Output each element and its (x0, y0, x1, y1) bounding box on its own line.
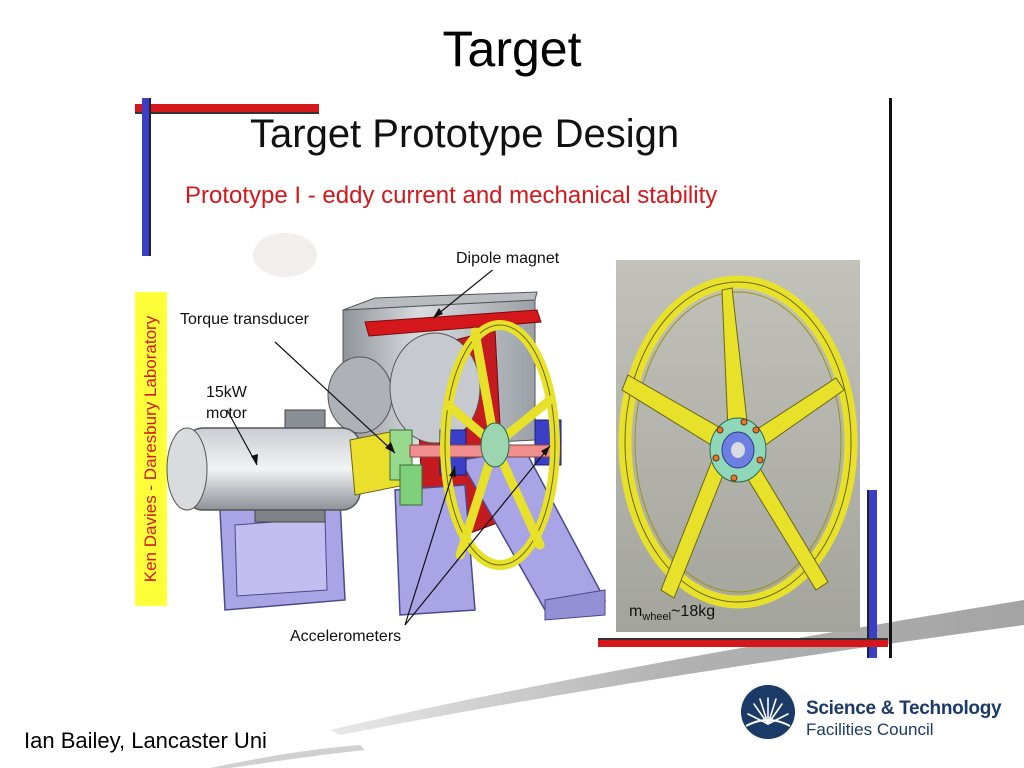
mass-value: ~18kg (671, 603, 716, 620)
frame-bar-blue-right (867, 490, 877, 658)
frame-bar-red-bottom (598, 638, 888, 647)
logo-line1: Science & Technology (806, 698, 1002, 719)
wheel-mass-label: mwheel~18kg (629, 603, 715, 623)
frame-line-right (889, 98, 892, 658)
mass-symbol: m (629, 603, 643, 620)
label-dipole-magnet: Dipole magnet (456, 250, 560, 267)
slide-heading: Target Prototype Design (250, 112, 680, 156)
label-motor-power: 15kW (206, 384, 247, 401)
label-accelerometers: Accelerometers (290, 628, 402, 645)
label-torque-transducer: Torque transducer (180, 311, 309, 328)
slide-title: Target (442, 21, 582, 77)
stfc-logo-icon (741, 685, 795, 739)
credit-badge: Ken Davies - Daresbury Laboratory (135, 292, 167, 606)
label-motor: motor (206, 405, 247, 422)
author-footer: Ian Bailey, Lancaster Uni (24, 728, 267, 753)
frame-bar-red-top (135, 104, 319, 114)
apparatus-illustration (166, 270, 607, 626)
credit-text: Ken Davies - Daresbury Laboratory (141, 315, 160, 583)
mass-subscript: wheel (642, 611, 672, 624)
slide-subheading: Prototype I - eddy current and mechanica… (185, 182, 718, 209)
logo-line2: Facilities Council (806, 720, 934, 739)
frame-bar-blue-left (142, 98, 151, 256)
wheel-render (618, 275, 858, 609)
wheel-render-panel: mwheel~18kg (616, 260, 860, 632)
